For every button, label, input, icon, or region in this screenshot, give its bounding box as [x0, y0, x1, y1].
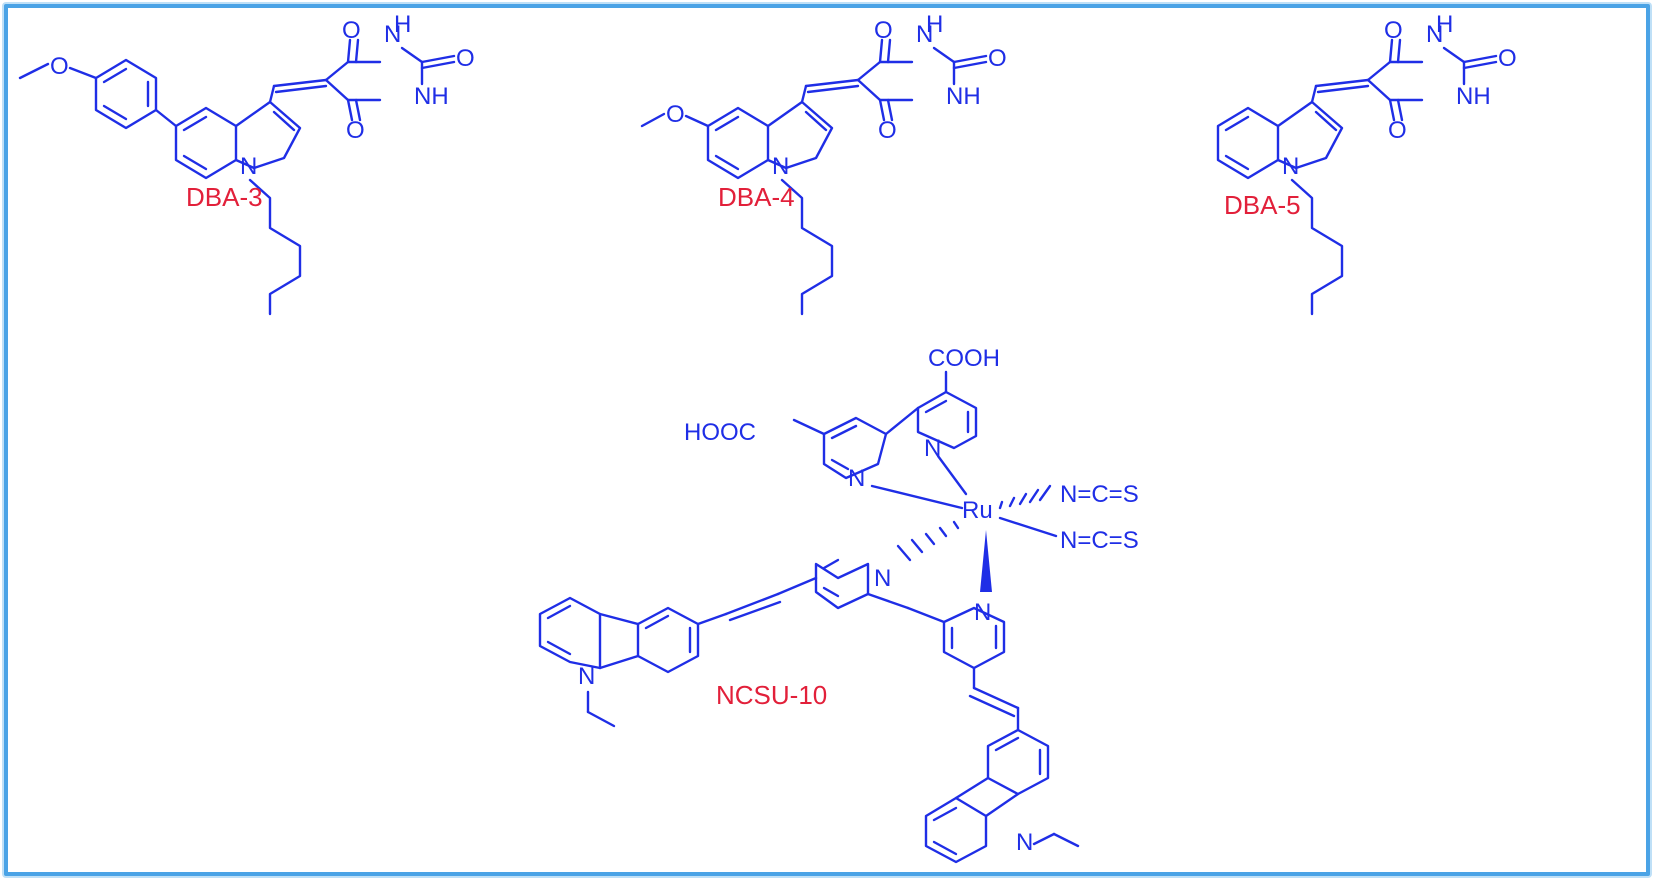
ncsu10-n-carbazole-1: N: [578, 663, 595, 690]
dba4-h-top: H: [926, 11, 943, 38]
dba5-n-top: N: [1426, 21, 1443, 48]
dba3-indole-n: N: [240, 153, 257, 180]
ncsu10-hashed-bond-1: [998, 484, 1052, 510]
dba4-o-bottom: O: [878, 117, 897, 144]
ncsu10-label: NCSU-10: [716, 680, 827, 710]
ncsu10-ru: Ru: [962, 497, 993, 524]
dba5-structure: N O N H O NH O DBA-5: [1216, 11, 1517, 316]
dba3-o-right: O: [456, 45, 475, 72]
dba3-o-top: O: [342, 17, 361, 44]
chemical-structures: O N O N H O NH: [18, 11, 1517, 864]
dba4-o-right: O: [988, 45, 1007, 72]
ncsu10-n-py1: N: [924, 435, 941, 462]
dba3-label: DBA-3: [186, 182, 263, 212]
dba5-nh-right: NH: [1456, 83, 1491, 110]
dba4-indole-n: N: [772, 153, 789, 180]
ncsu10-n-py4: N: [974, 599, 991, 626]
figure-frame: O N O N H O NH: [4, 4, 1650, 876]
dba3-nh-right: NH: [414, 83, 449, 110]
ncsu10-ncs-1: N=C=S: [1060, 481, 1139, 508]
ncsu10-structure: COOH N N HOOC Ru N=C=S N=C=S: [538, 345, 1139, 864]
dba5-label: DBA-5: [1224, 190, 1301, 220]
dba5-o-top: O: [1384, 17, 1403, 44]
ncsu10-n-py3: N: [874, 565, 891, 592]
dba4-structure: O N O N H O NH O DBA-4: [640, 11, 1007, 316]
dba5-h-top: H: [1436, 11, 1453, 38]
ncsu10-n-carbazole-2: N: [1016, 829, 1033, 856]
dba4-nh-right: NH: [946, 83, 981, 110]
dba4-label: DBA-4: [718, 182, 795, 212]
dba5-o-bottom: O: [1388, 117, 1407, 144]
ncsu10-hooc-left: HOOC: [684, 419, 756, 446]
dba5-indole-n: N: [1282, 153, 1299, 180]
dba4-methoxy-o: O: [666, 101, 685, 128]
ncsu10-cooh-top: COOH: [928, 345, 1000, 372]
ncsu10-ncs-2: N=C=S: [1060, 527, 1139, 554]
dba3-o-bottom: O: [346, 117, 365, 144]
ncsu10-n-py2: N: [848, 465, 865, 492]
dba3-h-top: H: [394, 11, 411, 38]
dba3-structure: O N O N H O NH: [18, 11, 475, 316]
dba4-n-top: N: [916, 21, 933, 48]
ncsu10-wedge-bond: [980, 530, 992, 592]
dba4-o-top: O: [874, 17, 893, 44]
dba3-methoxy-o: O: [50, 53, 69, 80]
ncsu10-hashed-bond-2: [896, 520, 960, 562]
dba5-o-right: O: [1498, 45, 1517, 72]
dba3-n-top: N: [384, 21, 401, 48]
